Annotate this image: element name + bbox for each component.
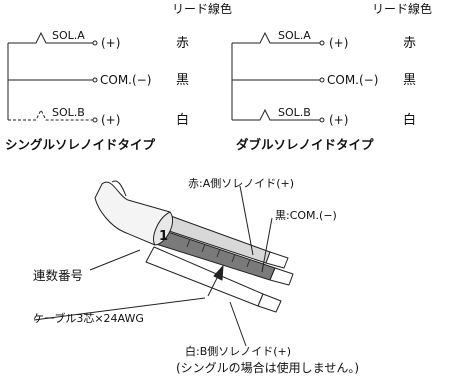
single-sol-b-wire <box>7 100 93 121</box>
lead-color-header-left: リード線色 <box>172 1 232 16</box>
double-sol-a-label: SOL.A <box>278 29 311 42</box>
lead-color-header-right: リード線色 <box>372 1 432 16</box>
double-solenoid-schematic <box>231 31 325 123</box>
single-terminal-com <box>92 77 98 83</box>
double-com-label: COM.(−) <box>327 73 378 87</box>
serial-leader <box>89 249 141 271</box>
double-plus-a: (+) <box>329 36 348 50</box>
single-color-red: 赤 <box>176 36 189 51</box>
white-wire-tip <box>257 293 282 313</box>
single-sol-b-label: SOL.B <box>52 106 85 119</box>
single-solenoid-schematic <box>7 31 98 123</box>
cable-illustration <box>94 180 294 313</box>
serial-mark: 1 <box>159 229 168 244</box>
single-sol-a-label: SOL.A <box>52 29 85 42</box>
red-leader <box>239 185 254 256</box>
double-sol-b-label: SOL.B <box>278 106 311 119</box>
double-terminal-b <box>319 117 325 123</box>
black-leader <box>261 217 273 273</box>
single-plus-a: (+) <box>101 36 120 50</box>
single-sol-a-wire <box>8 31 93 44</box>
double-color-white: 白 <box>403 112 416 128</box>
serial-number-label: 連数番号 <box>33 268 83 283</box>
cable-sheath-end <box>153 211 174 246</box>
double-color-black: 黒 <box>403 73 416 88</box>
cable-spec-label: ケーブル3芯×24AWG <box>33 311 144 325</box>
double-plus-b: (+) <box>329 113 348 127</box>
black-wire-stripes <box>186 238 251 268</box>
white-wire-note: (シングルの場合は使用しません。) <box>176 360 359 375</box>
double-solenoid-title: ダブルソレノイドタイプ <box>236 137 374 152</box>
double-sol-a-wire <box>232 31 320 44</box>
cable-sheath-edge <box>111 180 127 197</box>
single-terminal-a <box>92 40 98 46</box>
single-color-black: 黒 <box>176 73 189 88</box>
white-wire-label: 白:B側ソレノイド(+) <box>185 344 291 358</box>
single-color-white: 白 <box>176 112 189 128</box>
black-wire-label: 黒:COM.(−) <box>275 209 337 222</box>
double-color-red: 赤 <box>403 36 416 51</box>
red-wire-label: 赤:A側ソレノイド(+) <box>188 177 294 190</box>
double-terminal-a <box>319 40 325 46</box>
double-terminal-com <box>319 77 325 83</box>
red-wire-tip <box>265 251 289 269</box>
double-sol-b-wire <box>232 108 320 121</box>
white-leader <box>229 301 247 347</box>
white-wire-arrow-head <box>213 265 224 281</box>
single-terminal-b <box>92 117 98 123</box>
cable-spec-leader <box>33 297 206 321</box>
single-com-label: COM.(−) <box>100 73 151 87</box>
black-wire-tip <box>269 267 294 286</box>
single-solenoid-title: シングルソレノイドタイプ <box>5 137 156 152</box>
cable-leader-lines <box>33 185 273 347</box>
single-plus-b: (+) <box>101 113 120 127</box>
